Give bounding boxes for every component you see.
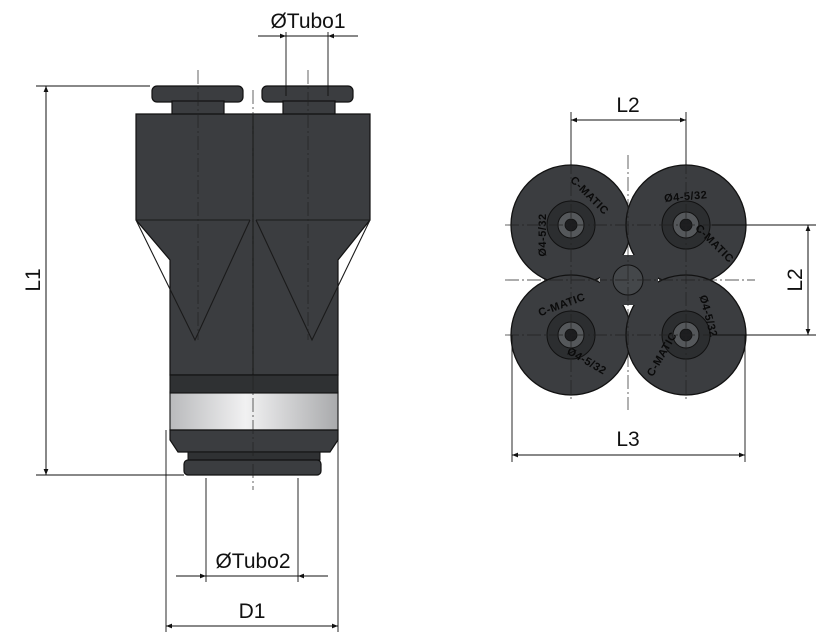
l1-label: L1 (22, 268, 45, 291)
side-view: ØTubo1 L1 ØTubo2 D1 (22, 10, 371, 632)
left-cone (135, 219, 251, 342)
l2-side-label: L2 (784, 268, 807, 291)
l2-top-label: L2 (616, 94, 639, 117)
lower-body (169, 429, 339, 453)
tubo2-label: ØTubo2 (215, 550, 290, 573)
l3-label: L3 (616, 428, 639, 451)
top-view: C-MATIC Ø4-5/32 C-MATIC Ø4-5/32 C-MATIC … (505, 94, 816, 462)
right-port-collet (261, 85, 354, 116)
d1-label: D1 (239, 600, 266, 623)
mark-size-tl: Ø4-5/32 (537, 213, 549, 256)
bottom-port-collet (183, 459, 322, 476)
tubo1-label: ØTubo1 (270, 10, 345, 33)
mark-size-tr: Ø4-5/32 (664, 189, 708, 205)
right-cone (255, 219, 371, 342)
collet-ring (169, 391, 339, 431)
left-port-collet (151, 85, 244, 116)
